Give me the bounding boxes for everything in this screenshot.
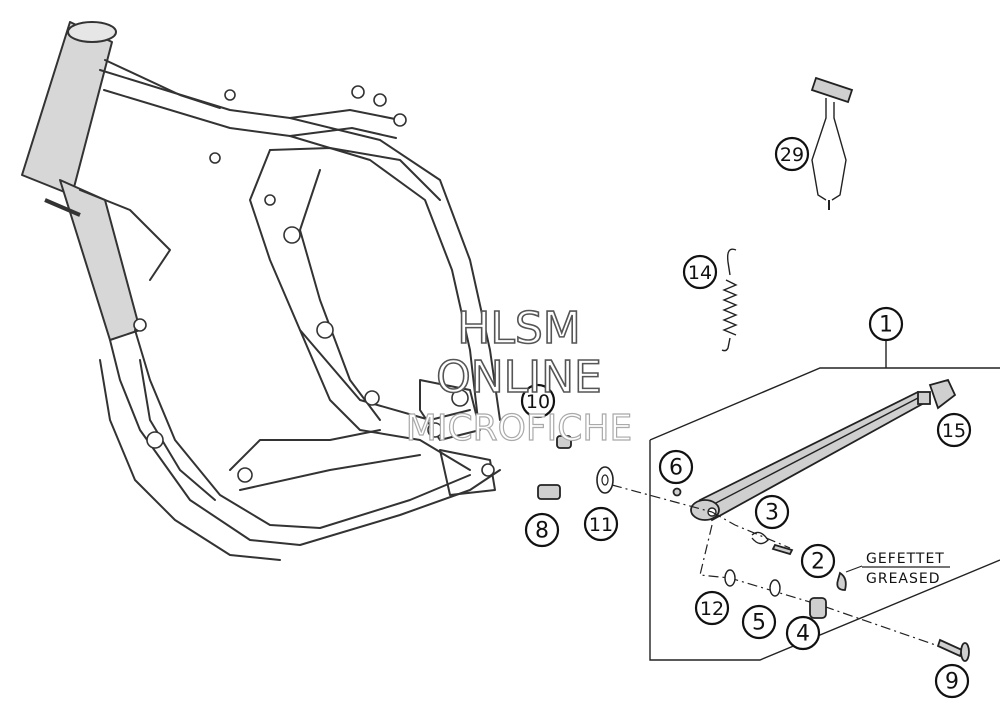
loose-parts xyxy=(537,76,854,500)
callout-2: 2 xyxy=(800,543,836,579)
callout-8: 8 xyxy=(524,512,560,548)
callout-label: 8 xyxy=(535,519,549,544)
callout-1: 1 xyxy=(868,306,904,342)
motorcycle-frame xyxy=(21,21,501,561)
callout-label: 1 xyxy=(879,313,893,338)
callout-label: 14 xyxy=(688,262,712,284)
callout-label: 29 xyxy=(780,144,804,166)
callout-6: 6 xyxy=(658,449,694,485)
callout-9: 9 xyxy=(934,663,970,699)
callout-label: 12 xyxy=(700,598,724,620)
callout-label: 3 xyxy=(765,501,779,526)
callout-15: 15 xyxy=(936,412,972,448)
callout-29: 29 xyxy=(774,136,810,172)
callout-5: 5 xyxy=(741,604,777,640)
grease-note: GEFETTET GREASED xyxy=(866,551,945,587)
callout-3: 3 xyxy=(754,494,790,530)
callout-label: 6 xyxy=(669,456,683,481)
callout-10: 10 xyxy=(520,383,556,419)
callout-11: 11 xyxy=(583,506,619,542)
callout-4: 4 xyxy=(785,615,821,651)
grease-note-line1: GEFETTET xyxy=(866,551,945,567)
callout-label: 10 xyxy=(526,391,550,413)
watermark-line1: HLSM xyxy=(457,303,581,354)
callout-14: 14 xyxy=(682,254,718,290)
callout-label: 4 xyxy=(796,622,810,647)
callout-label: 15 xyxy=(942,420,966,442)
watermark: HLSM ONLINE MICROFICHE xyxy=(405,302,633,449)
callout-label: 11 xyxy=(589,514,613,536)
callout-label: 2 xyxy=(811,550,825,575)
watermark-line3: MICROFICHE xyxy=(406,408,632,449)
callout-12: 12 xyxy=(694,590,730,626)
side-stand-assembly xyxy=(611,340,1000,662)
grease-note-line2: GREASED xyxy=(866,571,941,587)
watermark-line2: ONLINE xyxy=(436,352,602,403)
callout-label: 9 xyxy=(945,670,959,695)
callout-label: 5 xyxy=(752,611,766,636)
